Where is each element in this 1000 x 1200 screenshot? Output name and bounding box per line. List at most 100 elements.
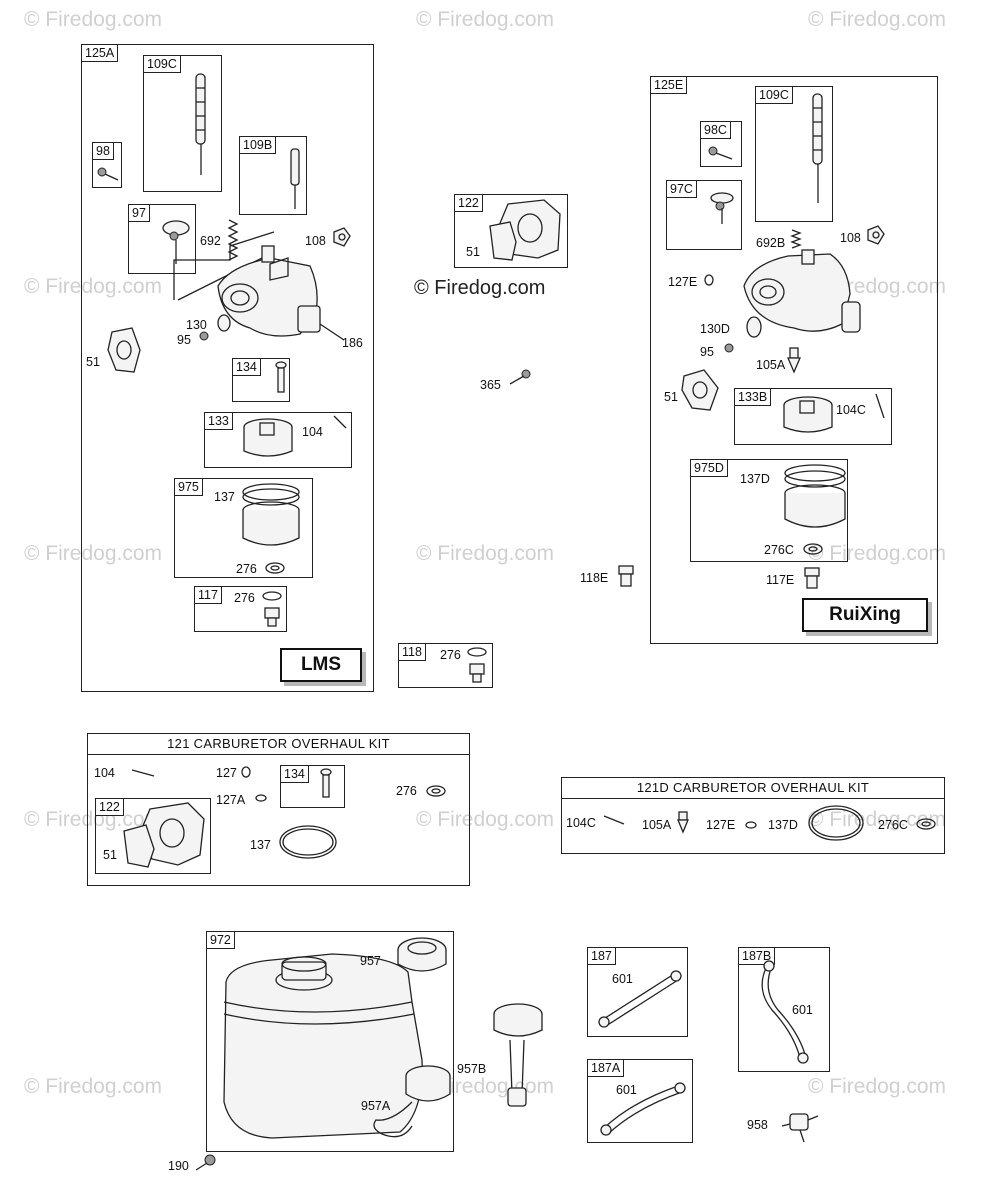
watermark: © Firedog.com [808, 8, 947, 31]
plug-127E-drawing [704, 274, 714, 286]
label-186: 186 [342, 336, 363, 350]
watermark: © Firedog.com [808, 1075, 947, 1098]
part-box-134: 134 [232, 358, 290, 402]
bolt-190-drawing [195, 1154, 216, 1171]
label-127: 127 [216, 766, 237, 780]
label-692B: 692B [756, 236, 786, 250]
gasket-108-drawing [333, 227, 351, 247]
part-box-109C-r: 109C [755, 86, 833, 222]
label-51-r: 51 [664, 390, 678, 404]
part-box-98C: 98C [700, 121, 742, 167]
assembly-tag-125E: 125E [650, 76, 688, 94]
bowl-975D-drawing [784, 464, 846, 528]
label-601-c: 601 [792, 1003, 813, 1017]
label-137-kit: 137 [250, 838, 271, 852]
label-108: 108 [305, 234, 326, 248]
oring-137-kit-drawing [279, 825, 337, 859]
watermark: © Firedog.com [808, 808, 947, 831]
watermark: © Firedog.com [416, 8, 555, 31]
float-valve-97C-drawing [710, 192, 734, 224]
label-51-middle: 51 [466, 245, 480, 259]
part-box-975D: 975D [690, 459, 848, 562]
screw-95-drawing [199, 331, 209, 341]
carburetor-body-drawing [173, 231, 321, 337]
gasket-51-r-drawing [681, 369, 719, 411]
part-box-187B: 187B [738, 947, 830, 1072]
pin-104C-kit-drawing [603, 815, 625, 825]
bolt-117E-drawing [804, 567, 820, 589]
valve-958-drawing [781, 1113, 819, 1143]
screw-98C-drawing [708, 146, 733, 160]
label-601-a: 601 [612, 972, 633, 986]
fuel-line-187A-drawing [600, 1082, 686, 1136]
label-958: 958 [747, 1118, 768, 1132]
label-957B: 957B [457, 1062, 487, 1076]
bowl-975-drawing [242, 483, 300, 546]
label-137D-kit: 137D [768, 818, 798, 832]
label-276C-kit: 276C [878, 818, 908, 832]
label-127E: 127E [668, 275, 698, 289]
part-box-117: 117 [194, 586, 287, 632]
label-117E: 117E [766, 573, 795, 587]
watermark: © Firedog.com [24, 808, 163, 831]
part-box-187: 187 [587, 947, 688, 1037]
washer-276C-drawing [803, 543, 823, 555]
label-276C: 276C [764, 543, 794, 557]
spring-692-drawing [227, 219, 239, 261]
seat-105A-kit-drawing [677, 811, 689, 834]
label-365: 365 [480, 378, 501, 392]
label-95-r: 95 [700, 345, 714, 359]
screw-365-drawing [509, 369, 531, 385]
part-box-134-kit: 134 [280, 765, 345, 808]
part-box-122: 122 [454, 194, 568, 268]
bolt-118-drawing [467, 647, 487, 683]
spring-692B-drawing [790, 229, 802, 249]
badge-ruixing: RuiXing [802, 598, 928, 632]
center-watermark: © Firedog.com [414, 277, 546, 299]
part-box-97: 97 [128, 204, 196, 274]
watermark: © Firedog.com [416, 542, 555, 565]
needle-134-drawing [275, 361, 287, 393]
gasket-108-r-drawing [867, 225, 885, 245]
fuel-line-187-drawing [598, 970, 682, 1028]
pin-104C-drawing [875, 393, 885, 419]
washer-276-drawing [265, 562, 285, 574]
badge-lms: LMS [280, 648, 362, 682]
watermark: © Firedog.com [24, 8, 163, 31]
label-957A: 957A [361, 1099, 391, 1113]
fuel-screen-109C-drawing [195, 73, 206, 175]
needle-134-kit-drawing [320, 768, 332, 798]
washer-276-kit-drawing [426, 785, 446, 797]
label-127A: 127A [216, 793, 246, 807]
label-190: 190 [168, 1159, 189, 1173]
part-box-133B: 133B [734, 388, 892, 445]
label-137D: 137D [740, 472, 770, 486]
watermark: © Firedog.com [24, 542, 163, 565]
gasket-51-drawing [107, 327, 141, 373]
screw-95-r-drawing [724, 343, 734, 353]
lms-assembly-frame: 125A [81, 44, 374, 692]
cap-957A-drawing [373, 1065, 451, 1138]
watermark: © Firedog.com [24, 275, 163, 298]
kit-121-title: 121 CARBURETOR OVERHAUL KIT [167, 736, 390, 751]
oring-137D-kit-drawing [808, 805, 864, 841]
label-51-kit: 51 [103, 848, 117, 862]
part-box-109B: 109B [239, 136, 307, 215]
label-105A-kit: 105A [642, 818, 672, 832]
plug-127A-drawing [255, 794, 267, 802]
washer-276C-kit-drawing [916, 818, 936, 830]
float-133-drawing [243, 418, 293, 457]
watermark: © Firedog.com [808, 542, 947, 565]
label-118E: 118E [580, 571, 609, 585]
assembly-tag-125A: 125A [81, 44, 119, 62]
label-276: 276 [236, 562, 257, 576]
part-box-98: 98 [92, 142, 122, 188]
seat-105A-drawing [787, 347, 801, 374]
ruixing-assembly-frame: 125E [650, 76, 938, 644]
kit-121D-frame: 121D CARBURETOR OVERHAUL KIT [561, 777, 945, 854]
kit-121D-title: 121D CARBURETOR OVERHAUL KIT [636, 780, 870, 795]
screw-98-drawing [97, 167, 119, 181]
label-108-r: 108 [840, 231, 861, 245]
fuel-line-187B-drawing [761, 960, 809, 1064]
part-box-109C: 109C [143, 55, 222, 192]
